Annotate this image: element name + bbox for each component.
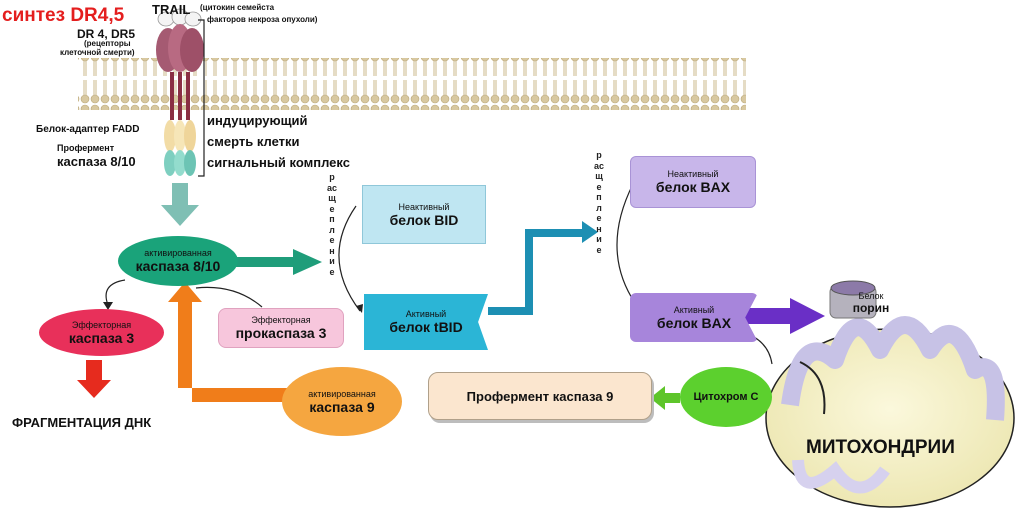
- node-subtitle: Неактивный: [667, 169, 719, 179]
- disc-line-1: индуцирующий: [207, 113, 308, 128]
- node-subtitle: Активный: [405, 309, 447, 319]
- node-title: каспаза 3: [68, 329, 135, 346]
- proenzyme-label: Профермент: [57, 143, 115, 153]
- disc-line-3: сигнальный комплекс: [207, 155, 350, 170]
- node-title: белок tBID: [389, 319, 463, 335]
- node-title: Цитохром С: [693, 391, 759, 403]
- cleavage-label-bid: расщепление: [327, 172, 338, 277]
- node-title: белок BID: [389, 211, 459, 228]
- trail-desc-2: факторов некроза опухоли): [207, 15, 318, 24]
- orange-arrow: [168, 282, 291, 402]
- cytochrome-c-node: Цитохром С: [680, 367, 772, 427]
- effector-procaspase-3-node: Эффекторная прокаспаза 3: [218, 308, 344, 348]
- node-subtitle: Эффекторная: [251, 315, 311, 325]
- complex-bracket: [198, 19, 205, 177]
- dr-label: DR 4, DR5: [77, 27, 136, 41]
- porin-title: порин: [852, 301, 890, 315]
- disc-line-2: смерть клетки: [207, 134, 300, 149]
- blue-arrow: [488, 221, 598, 315]
- node-title: белок BAX: [655, 179, 731, 195]
- effector-caspase-3-node: Эффекторная каспаза 3: [39, 309, 164, 356]
- red-down-arrow: [77, 360, 111, 398]
- cleavage-label-bax: расщепление: [594, 150, 605, 255]
- active-tbid-node: Активный белок tBID: [364, 294, 488, 350]
- node-title: каспаза 9: [309, 398, 375, 415]
- procaspase-9-node: Профермент каспаза 9: [428, 372, 652, 420]
- porin-subtitle: Белок: [858, 291, 884, 301]
- green-arrow: [650, 386, 680, 410]
- trail-desc-1: (цитокин семейста: [200, 3, 275, 12]
- activated-caspase-9-node: активированная каспаза 9: [282, 367, 402, 436]
- inactive-bax-node: Неактивный белок BAX: [630, 156, 756, 208]
- proenzyme-name: каспаза 8/10: [57, 154, 136, 169]
- node-title: белок BAX: [656, 314, 732, 331]
- porin-label: Белок порин: [836, 288, 906, 318]
- porin-channel: [829, 280, 877, 319]
- node-subtitle: Неактивный: [398, 201, 450, 212]
- node-subtitle: Эффекторная: [71, 319, 132, 330]
- dr-desc-1: (рецепторы: [84, 39, 131, 48]
- teal-down-arrow: [161, 183, 199, 226]
- node-title: каспаза 8/10: [135, 258, 221, 274]
- active-bax-node: Активный белок BAX: [630, 293, 758, 342]
- activated-caspase-8-node: активированная каспаза 8/10: [118, 236, 238, 286]
- node-subtitle: активированная: [308, 388, 376, 399]
- dna-fragmentation-label: ФРАГМЕНТАЦИЯ ДНК: [12, 415, 152, 430]
- dr-desc-2: клеточной смерти): [60, 48, 135, 57]
- receptor-complex: [156, 8, 204, 176]
- mitochondria-label: МИТОХОНДРИИ: [806, 437, 955, 458]
- node-subtitle: активированная: [144, 248, 212, 258]
- trail-label: TRAIL: [152, 2, 191, 17]
- teal-right-arrow: [233, 249, 322, 275]
- node-title: Профермент каспаза 9: [466, 388, 614, 404]
- adapter-label: Белок-адаптер FADD: [36, 124, 140, 135]
- node-title: прокаспаза 3: [235, 325, 327, 341]
- mitochondrion: [765, 316, 1015, 508]
- purple-arrow: [734, 298, 825, 334]
- synthesis-label: синтез DR4,5: [2, 5, 125, 26]
- inactive-bid-node: Неактивный белок BID: [362, 185, 486, 244]
- node-subtitle: Активный: [673, 304, 715, 315]
